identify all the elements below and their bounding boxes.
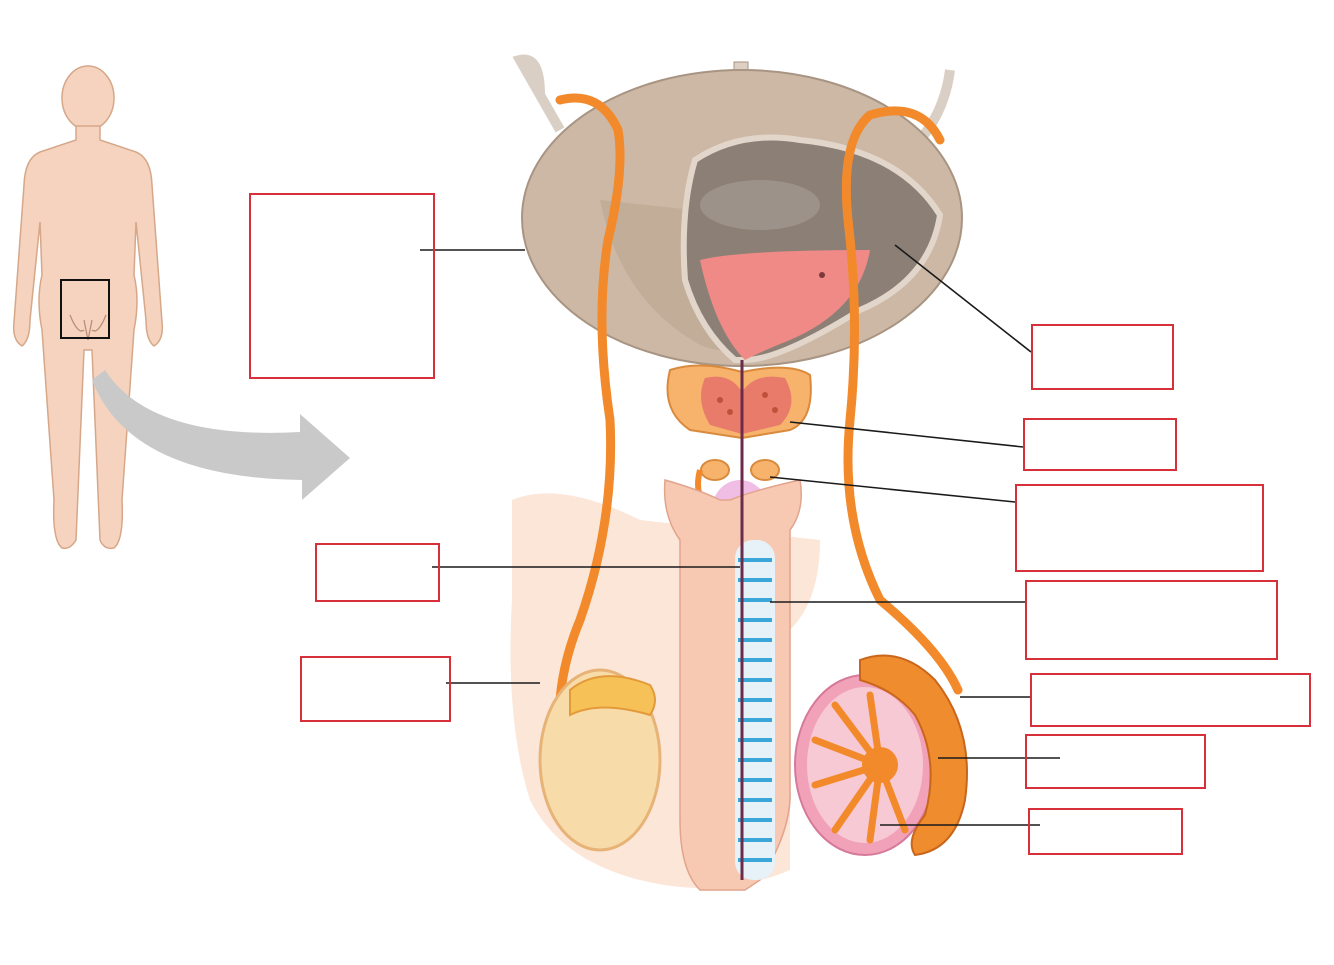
label-box-epididymis[interactable] (1030, 673, 1311, 727)
penis (665, 360, 802, 890)
body-silhouette (14, 66, 163, 548)
left-testis (540, 670, 660, 850)
direction-arrow (92, 370, 350, 500)
leader-line-prostate (790, 422, 1023, 447)
label-box-urethra[interactable] (315, 543, 440, 602)
label-box-ductus-deferens[interactable] (1031, 324, 1174, 390)
prostate-gland (668, 365, 811, 438)
label-box-testis[interactable] (1028, 808, 1183, 855)
label-box-scrotum[interactable] (300, 656, 451, 722)
label-box-seminal-vesicle[interactable] (1015, 484, 1264, 572)
label-box-prostate[interactable] (1023, 418, 1177, 471)
urinary-bladder (520, 59, 962, 366)
label-box-seminiferous-tubules[interactable] (1025, 734, 1206, 789)
label-box-bladder[interactable] (249, 193, 435, 379)
label-box-erectile-tissue[interactable] (1025, 580, 1278, 660)
leader-line-seminal-vesicle (770, 477, 1015, 502)
